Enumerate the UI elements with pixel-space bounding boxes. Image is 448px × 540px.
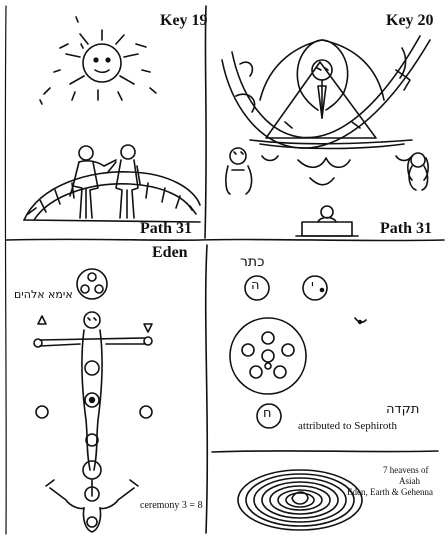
eden-hebrew-label: אימא אלהים [14,288,73,301]
heavens-caption-line3: Eden, Earth & Gehenna [347,487,433,497]
trumpet-angel-drawing [235,39,411,129]
star-marks [39,16,84,105]
adam-kadmon-figure [33,311,153,533]
heavens-caption-line1: 7 heavens of [383,465,429,475]
hebrew-right-label: תקדה [386,402,420,417]
sephiroth-symbols [229,275,367,429]
circle-letter-chet: ח [263,406,272,421]
keter-hebrew: כתר [240,254,265,270]
twin-children-drawing [69,144,141,219]
ceremony-caption: ceremony 3 = 8 [140,500,203,511]
sephiroth-circles-top [76,268,108,300]
key19-title: Key 19 [160,12,208,29]
circle-letter-yod: י [311,278,314,293]
triangle-drawing [249,61,413,150]
resurrected-figures-drawing [225,147,429,195]
key20-title: Key 20 [386,12,434,29]
stone-wall-drawing [23,171,201,223]
sephiroth-caption: attributed to Sephiroth [298,420,397,432]
key20-caption: Path 31 [380,220,432,237]
eden-title: Eden [152,244,188,261]
tomb-drawing [295,205,359,237]
panel-dividers [4,5,445,535]
seven-heavens-spiral [237,469,363,531]
key19-caption: Path 31 [140,220,192,237]
sun-icon [43,29,157,101]
circle-letter-he: ה [251,278,260,293]
heavens-caption-line2: Asiah [399,476,420,486]
cups-drawing [261,155,413,162]
